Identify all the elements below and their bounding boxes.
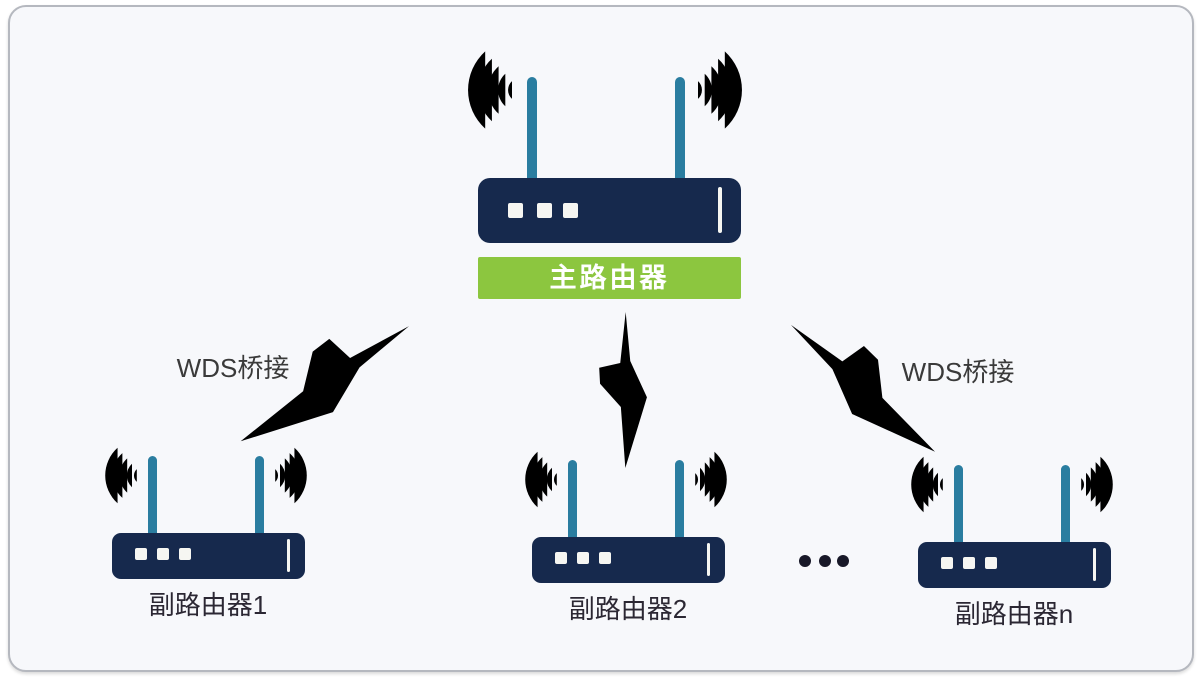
led-indicator	[555, 552, 567, 564]
wifi-waves-icon	[1074, 450, 1120, 519]
led-indicator	[135, 548, 147, 560]
led-indicator	[179, 548, 191, 560]
led-indicator	[963, 557, 975, 569]
led-indicator	[599, 552, 611, 564]
sub-router-2	[522, 431, 734, 583]
led-indicator	[157, 548, 169, 560]
port-slit	[1093, 548, 1096, 581]
antenna	[255, 456, 264, 536]
router-body	[478, 178, 741, 243]
led-indicator	[941, 557, 953, 569]
wifi-waves-icon	[98, 441, 144, 510]
sub-router-1-label: 副路由器1	[148, 590, 268, 620]
port-slit	[707, 543, 710, 576]
router-body	[532, 537, 725, 583]
sub-router-n	[908, 436, 1120, 588]
sub-router-2-label: 副路由器2	[568, 594, 688, 624]
wifi-waves-icon	[518, 445, 564, 514]
sub-router-n-label: 副路由器n	[954, 599, 1074, 629]
led-indicator	[985, 557, 997, 569]
sub-router-1	[102, 427, 314, 579]
main-router-label: 主路由器	[478, 257, 741, 299]
router-body	[112, 533, 305, 579]
led-indicator	[563, 203, 578, 218]
wifi-waves-icon	[688, 445, 734, 514]
antenna	[1061, 465, 1070, 545]
led-indicator	[577, 552, 589, 564]
antenna	[148, 456, 157, 536]
antenna	[954, 465, 963, 545]
port-slit	[718, 187, 722, 233]
antenna	[675, 460, 684, 540]
antenna	[675, 77, 685, 183]
led-indicator	[508, 203, 523, 218]
wds-bridge-label: WDS桥接	[176, 353, 290, 383]
ellipsis-dots-icon	[799, 555, 859, 567]
led-indicator	[537, 203, 552, 218]
wifi-waves-icon	[688, 42, 752, 138]
router-body	[918, 542, 1111, 588]
wds-bridge-label: WDS桥接	[901, 357, 1015, 387]
port-slit	[287, 539, 290, 572]
lightning-bolt-icon	[596, 312, 649, 468]
antenna	[568, 460, 577, 540]
antenna	[527, 77, 537, 183]
wifi-waves-icon	[458, 42, 522, 138]
